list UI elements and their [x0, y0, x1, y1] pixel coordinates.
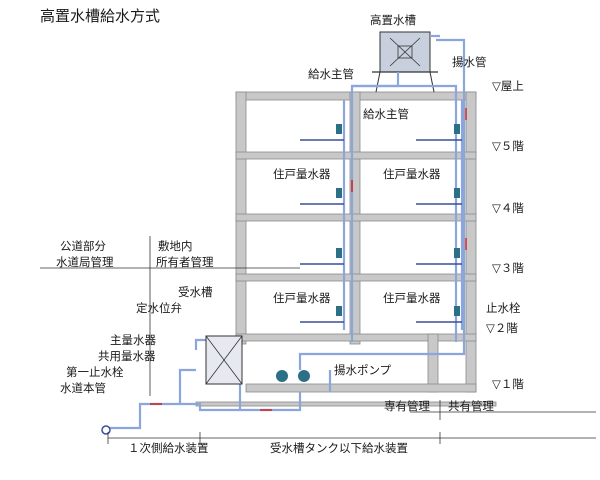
floor-2-label: ▽２階	[486, 321, 518, 335]
common-management-label: 共有管理	[448, 399, 494, 413]
premises-label: 敷地内	[158, 239, 193, 253]
unit-meters	[336, 124, 460, 316]
building-structure	[195, 91, 497, 407]
below-tank-supply-label: 受水槽タンク以下給水装置	[270, 441, 408, 455]
waterworks-management-label: 水道局管理	[56, 255, 114, 269]
water-main-end	[101, 425, 111, 435]
public-section-label: 公道部分	[60, 239, 106, 253]
flow-arrows	[150, 108, 467, 411]
owner-management-label: 所有者管理	[156, 255, 214, 269]
shared-meter-label: 共用量水器	[98, 349, 156, 363]
pumps	[276, 370, 310, 382]
roof-tank	[372, 31, 438, 93]
unit-meter-label: 住戸量水器	[382, 291, 442, 305]
dimension-lines	[40, 236, 596, 444]
floor-1-label: ▽１階	[492, 377, 524, 391]
roof-tank-label: 高置水槽	[370, 13, 416, 27]
pumping-pipe-label: 揚水管	[452, 55, 487, 69]
unit-meter-label: 住戸量水器	[272, 167, 332, 181]
water-main-label: 水道本管	[60, 381, 106, 395]
receiving-tank-label: 受水槽	[178, 285, 213, 299]
floor-roof-label: ▽屋上	[492, 79, 524, 93]
floor-3-label: ▽３階	[492, 261, 524, 275]
float-valve-label: 定水位弁	[136, 301, 182, 315]
branch-pipes	[300, 139, 462, 323]
floor-4-label: ▽４階	[492, 201, 524, 215]
main-pipe-label-left: 給水主管	[308, 67, 354, 81]
unit-meter-label: 住戸量水器	[272, 291, 332, 305]
floor-5-label: ▽５階	[492, 139, 524, 153]
diagram-title: 高置水槽給水方式	[40, 7, 161, 25]
primary-supply-label: １次側給水装置	[128, 441, 209, 455]
unit-meter-label: 住戸量水器	[382, 167, 442, 181]
first-stop-valve-label: 第一止水栓	[66, 365, 124, 379]
main-meter-label: 主量水器	[110, 333, 156, 347]
receiving-tank	[205, 335, 243, 385]
main-pipe-label-inner: 給水主管	[362, 107, 410, 121]
pump-label: 揚水ポンプ	[334, 363, 392, 377]
stop-valve-label: 止水栓	[486, 301, 521, 315]
private-management-label: 専有管理	[384, 399, 430, 413]
